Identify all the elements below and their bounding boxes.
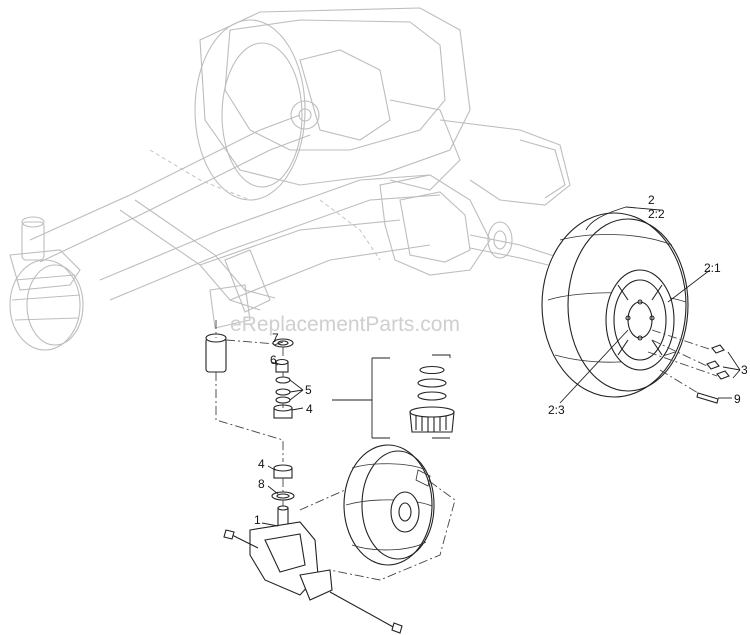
callout-3: 3 bbox=[741, 363, 748, 377]
callout-1: 1 bbox=[254, 513, 261, 527]
bearing-detail-group bbox=[332, 354, 455, 439]
callout-4-lower: 4 bbox=[258, 457, 265, 471]
watermark-text: eReplacementParts.com bbox=[230, 313, 460, 336]
callout-5: 5 bbox=[305, 383, 312, 397]
callout-2-2: 2:2 bbox=[648, 207, 665, 221]
mower-frame-ghost bbox=[9, 7, 571, 351]
callout-2-3: 2:3 bbox=[548, 403, 565, 417]
callout-labels: 2 2:2 2:1 2:3 3 9 7 6 5 4 4 8 1 bbox=[254, 193, 748, 527]
caster-hardware-stack bbox=[205, 320, 294, 462]
axle-key bbox=[659, 369, 719, 404]
callout-2-1: 2:1 bbox=[704, 261, 721, 275]
rear-wheel-assembly bbox=[541, 212, 689, 398]
callout-4-upper: 4 bbox=[306, 402, 313, 416]
caster-fork-assembly bbox=[223, 464, 456, 634]
callout-6: 6 bbox=[270, 353, 277, 367]
callout-9: 9 bbox=[734, 392, 741, 406]
callout-2: 2 bbox=[648, 193, 655, 207]
callout-7: 7 bbox=[272, 331, 279, 345]
lug-nuts bbox=[647, 329, 730, 380]
caster-wheel bbox=[343, 444, 435, 566]
callout-8: 8 bbox=[258, 477, 265, 491]
leader-lines bbox=[261, 206, 741, 527]
